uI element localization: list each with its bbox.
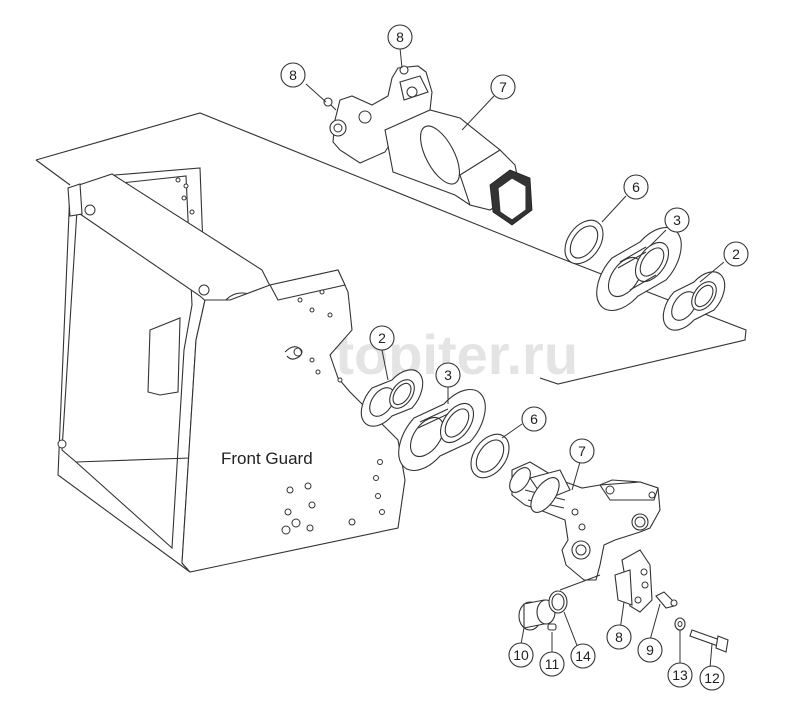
callout-label: 7 (499, 79, 507, 95)
part-12-bolt (689, 629, 729, 653)
callout-label: 13 (672, 667, 688, 683)
callout-label: 3 (444, 367, 452, 383)
callout-12: 12 (699, 665, 725, 691)
callout-label: 2 (378, 330, 386, 346)
callout-7-upper: 7 (490, 74, 516, 100)
callout-6-lower: 6 (521, 406, 547, 432)
part-6-lower-seal (470, 433, 510, 479)
part-13-washer (674, 617, 686, 631)
callout-3-lower: 3 (435, 362, 461, 388)
callout-2-lower: 2 (369, 325, 395, 351)
callout-label: 11 (545, 656, 560, 672)
callout-8-lower: 8 (606, 624, 632, 650)
callout-10: 10 (508, 642, 534, 668)
callout-label: 8 (396, 29, 404, 45)
callout-label: 8 (289, 67, 297, 83)
callout-label: 10 (513, 647, 529, 663)
front-guard: Front Guard (57, 167, 406, 573)
part-3-upper-bushing (596, 227, 682, 311)
part-9-grease-fitting (655, 591, 678, 609)
part-7-lower (509, 461, 661, 581)
front-guard-label: Front Guard (221, 449, 313, 468)
part-3-lower-bushing (398, 389, 486, 471)
callout-8-upper-top: 8 (387, 24, 413, 50)
assembly-plane (35, 112, 747, 385)
callout-3-upper: 3 (664, 207, 690, 233)
callout-label: 7 (578, 443, 586, 459)
callout-6-upper: 6 (623, 174, 649, 200)
part-11-pin (547, 623, 557, 631)
callout-label: 6 (632, 179, 640, 195)
callout-7-lower: 7 (569, 438, 595, 464)
plate-holes (57, 177, 385, 535)
callout-label: 14 (575, 648, 591, 664)
part-10-sleeve (518, 599, 556, 631)
part-7-upper (323, 65, 533, 226)
callout-label: 12 (704, 670, 720, 686)
part-8-lower-clamp (614, 549, 653, 613)
callout-14: 14 (570, 643, 596, 669)
callout-label: 2 (732, 246, 740, 262)
part-6-upper-seal (564, 219, 604, 265)
callout-label: 9 (646, 642, 654, 658)
callout-8-upper-left: 8 (280, 62, 306, 88)
callout-label: 3 (673, 212, 681, 228)
callout-label: 8 (615, 629, 623, 645)
part-2-lower-bushing (360, 369, 424, 427)
callout-13: 13 (667, 662, 693, 688)
part-14-ring (548, 590, 568, 614)
callout-9: 9 (637, 637, 663, 663)
callout-label: 6 (530, 411, 538, 427)
part-2-upper-bushing (662, 271, 726, 331)
callout-11: 11 (539, 651, 565, 677)
callout-2-upper: 2 (723, 241, 749, 267)
